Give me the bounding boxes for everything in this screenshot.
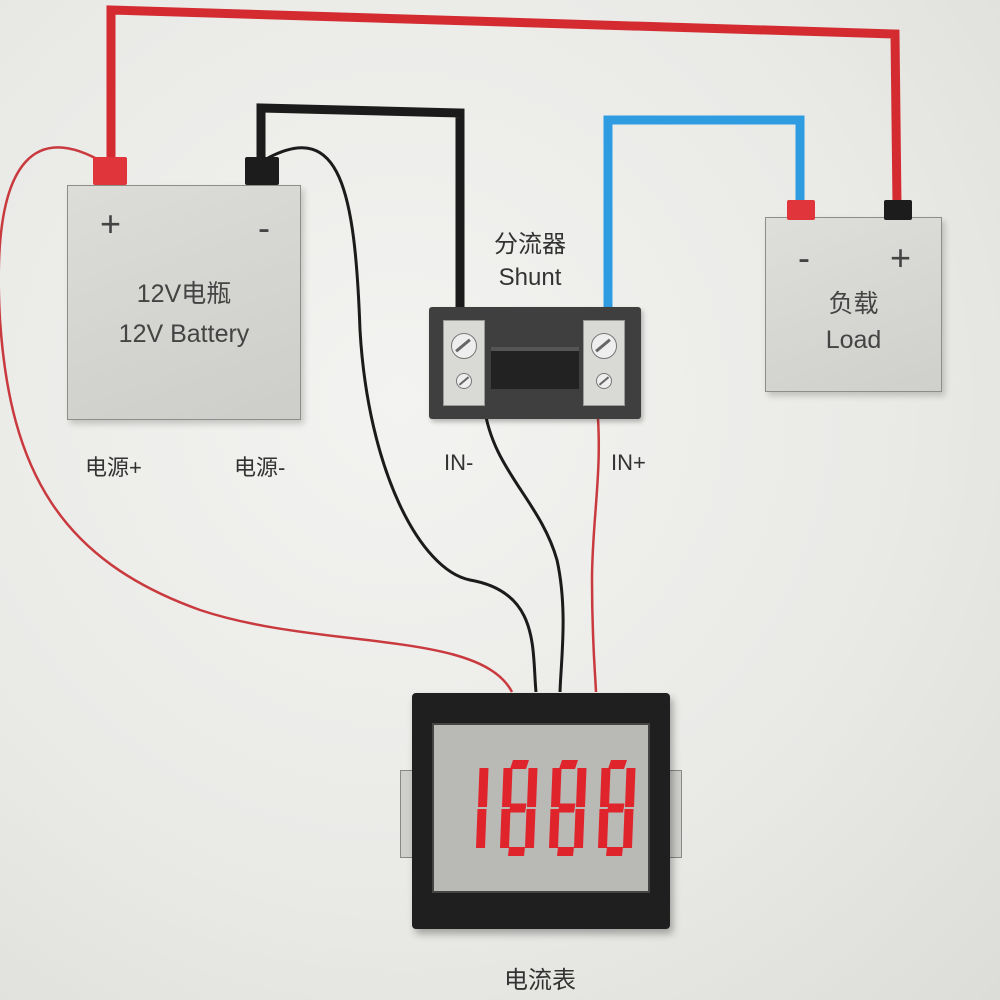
meter-screen	[432, 723, 650, 893]
shunt-resistor-bar	[491, 347, 579, 389]
in-minus-label: IN-	[444, 450, 474, 475]
battery-minus-sign: -	[258, 207, 270, 248]
shunt-right-sense-screw	[596, 373, 612, 389]
shunt-label-en: Shunt	[498, 264, 562, 291]
meter-right-ear	[668, 770, 682, 858]
shunt	[429, 307, 641, 419]
shunt-title: 分流器 Shunt	[470, 228, 590, 294]
load-minus-sign: -	[798, 237, 810, 278]
meter-digit-3	[598, 760, 636, 856]
battery-minus-terminal	[245, 157, 279, 185]
battery: + - 12V电瓶 12V Battery	[67, 185, 301, 420]
battery-minus-to-shunt-wire	[256, 103, 465, 320]
shunt-left-terminal	[443, 320, 485, 406]
shunt-to-load-minus-wire	[603, 115, 805, 320]
shunt-left-screw	[451, 333, 477, 359]
in-plus-label: IN+	[611, 450, 646, 475]
battery-plus-terminal	[93, 157, 127, 185]
meter-digit-0	[476, 768, 489, 848]
shunt-left-sense-screw	[456, 373, 472, 389]
meter-label-cn: 电流表	[504, 967, 576, 994]
power-minus-label: 电源-	[234, 455, 286, 480]
in-minus-signal-wire	[482, 404, 565, 693]
load: - + 负载 Load	[765, 217, 942, 392]
load-minus-terminal	[787, 200, 815, 220]
load-plus-sign: +	[890, 237, 912, 278]
current-meter	[412, 693, 670, 929]
power-plus-label: 电源+	[85, 455, 142, 480]
power-minus-signal-wire	[267, 146, 538, 693]
battery-plus-sign: +	[100, 203, 122, 244]
meter-digit-display	[476, 760, 636, 856]
load-label-cn: 负载	[828, 290, 879, 318]
in-plus-signal-wire	[590, 404, 601, 693]
load-plus-terminal	[884, 200, 912, 220]
meter-digit-1	[500, 760, 538, 856]
battery-label-cn: 12V电瓶	[136, 280, 232, 308]
power-plus-signal-wire	[0, 146, 514, 693]
battery-label-en: 12V Battery	[118, 320, 250, 348]
shunt-label-cn: 分流器	[494, 231, 566, 258]
shunt-right-screw	[591, 333, 617, 359]
battery-plus-to-load-plus-wire	[106, 5, 902, 206]
load-label-en: Load	[825, 326, 882, 354]
meter-digit-2	[549, 760, 587, 856]
shunt-right-terminal	[583, 320, 625, 406]
